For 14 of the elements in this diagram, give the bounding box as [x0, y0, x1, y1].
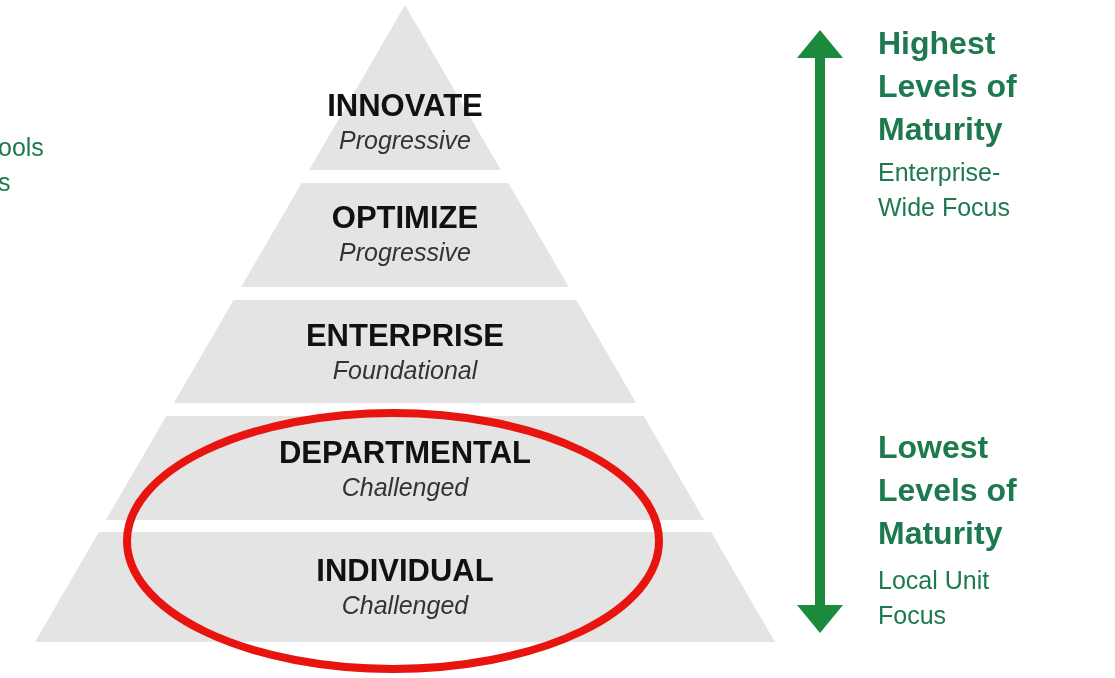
tier-subtitle: Progressive	[338, 126, 472, 155]
tier-title: INDIVIDUAL	[315, 553, 495, 589]
tier-title: INNOVATE	[326, 88, 484, 124]
tier-subtitle: Challenged	[340, 473, 470, 502]
tier-subtitle: Foundational	[331, 356, 479, 385]
body-text: Enterprise-Wide Focus	[878, 157, 1011, 223]
tier-title: ENTERPRISE	[304, 318, 506, 354]
heading-text: Lowest Levels of Maturity	[878, 428, 1018, 553]
heading-text: Highest Levels of Maturity	[878, 24, 1018, 149]
body-text: Local Unit Focus	[878, 565, 991, 631]
tier-title: OPTIMIZE	[330, 200, 480, 236]
tier-title: DEPARTMENTAL	[278, 435, 532, 471]
tier-subtitle: Challenged	[340, 591, 470, 620]
tier-subtitle: Progressive	[338, 238, 472, 267]
